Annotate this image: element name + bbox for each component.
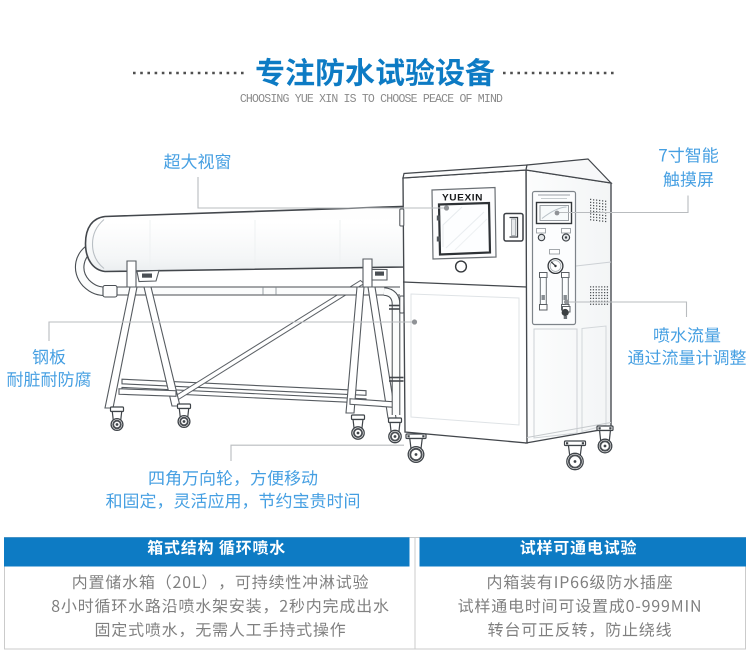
svg-text:YUEXIN: YUEXIN xyxy=(442,193,483,203)
svg-text:CHOOSING YUE XIN IS TO CHOOSE: CHOOSING YUE XIN IS TO CHOOSE PEACE OF M… xyxy=(240,93,503,106)
